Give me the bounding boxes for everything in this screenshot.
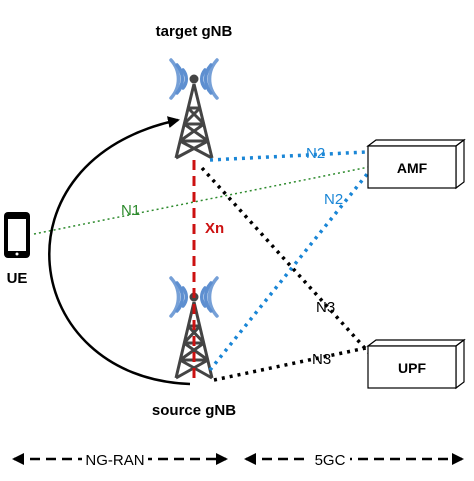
n3-diag-label: N3	[316, 299, 335, 316]
source-signal-waves-icon	[169, 276, 219, 318]
n1-link	[33, 165, 375, 235]
upf-box-icon	[366, 338, 466, 390]
n3-source-link	[213, 346, 367, 382]
n2-diag-label: N2	[324, 191, 343, 208]
amf-box-icon	[366, 138, 466, 190]
5gc-label: 5GC	[315, 452, 346, 469]
ue-label: UE	[7, 270, 28, 287]
n2-target-link	[209, 150, 367, 162]
xn-label: Xn	[205, 220, 224, 237]
source-gnb-tower-icon	[169, 276, 219, 380]
upf-label: UPF	[398, 360, 426, 376]
target-gnb-label: target gNB	[156, 23, 233, 40]
n2-top-label: N2	[306, 145, 325, 162]
5gc-label-bg	[310, 450, 350, 468]
ng-ran-label: NG-RAN	[85, 452, 144, 469]
handover-arrow	[48, 116, 191, 386]
n3-bottom-label: N3	[312, 351, 331, 368]
target-signal-waves-icon	[169, 58, 219, 100]
ng-ran-label-bg	[82, 450, 148, 468]
source-gnb-label: source gNB	[152, 402, 236, 419]
amf-label: AMF	[397, 160, 428, 176]
n3-target-link	[200, 166, 374, 358]
n2-source-link	[208, 166, 374, 372]
ue-phone-icon	[4, 212, 30, 258]
n1-label: N1	[121, 202, 140, 219]
target-gnb-tower-icon	[169, 58, 219, 160]
